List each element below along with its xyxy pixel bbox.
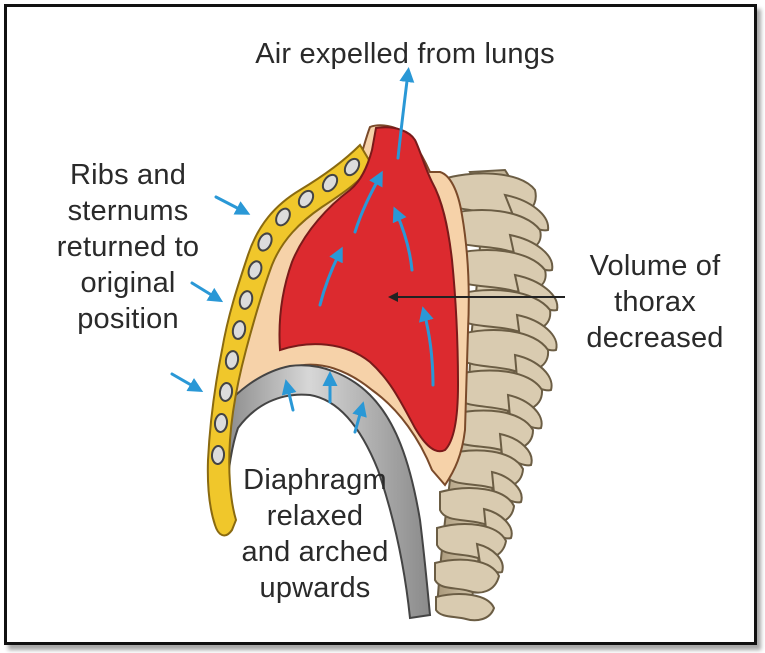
label-volume-thorax: Volume of thorax decreased	[555, 248, 755, 356]
label-diaphragm: Diaphragm relaxed and arched upwards	[215, 462, 415, 606]
label-air-expelled: Air expelled from lungs	[205, 36, 605, 72]
label-ribs-sternum: Ribs and sternums returned to original p…	[28, 157, 228, 337]
rib-arrow-3	[172, 374, 198, 389]
